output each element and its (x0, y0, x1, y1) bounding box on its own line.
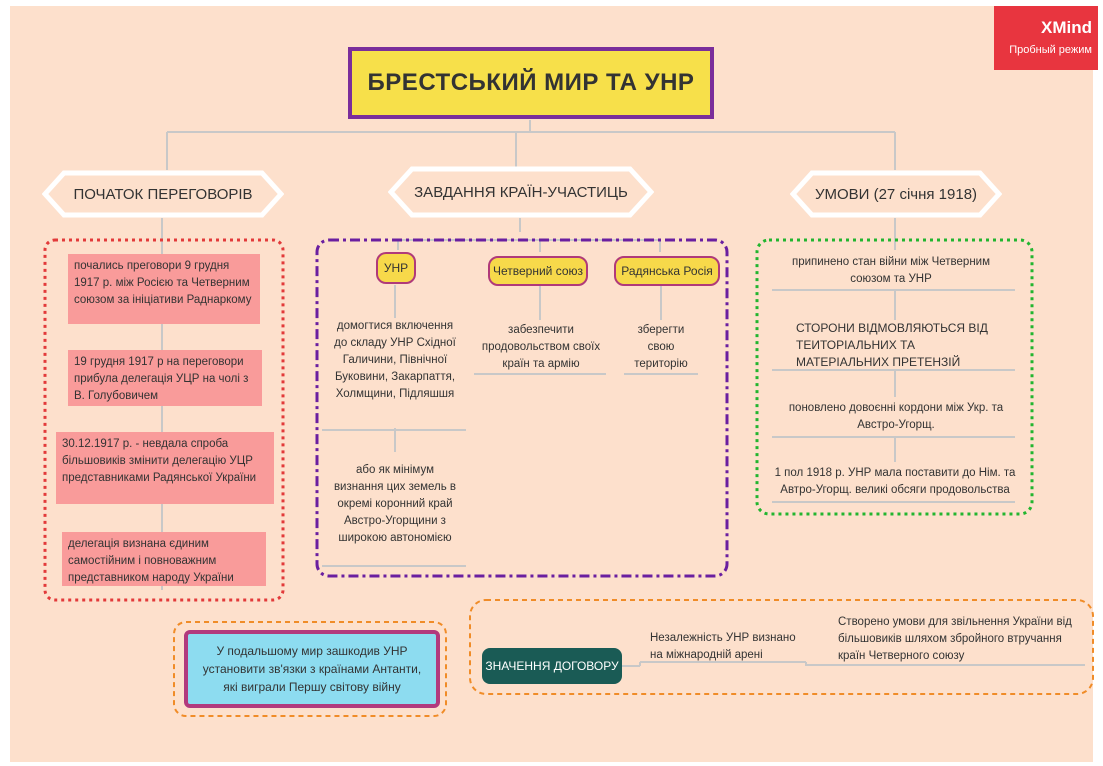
note-box[interactable]: У подальшому мир зашкодив УНР установити… (184, 630, 440, 708)
significance-text: Незалежність УНР визнано на міжнародній … (650, 632, 796, 661)
xmind-watermark: XMind Пробный режим (994, 6, 1098, 70)
branch-label: УМОВИ (27 січня 1918) (814, 185, 978, 203)
condition-text: 1 пол 1918 р. УНР мала поставити до Нім.… (774, 467, 1016, 496)
goal-text: домогтися включення до складу УНР Східно… (334, 320, 456, 400)
list-item: 30.12.1917 р. - невдала спроба більшовик… (56, 432, 274, 504)
xmind-mode: Пробный режим (1009, 44, 1092, 56)
significance-topic[interactable]: ЗНАЧЕННЯ ДОГОВОРУ (482, 648, 622, 684)
branch-conditions[interactable]: УМОВИ (27 січня 1918) (790, 170, 1002, 218)
branch-start-negotiations[interactable]: ПОЧАТОК ПЕРЕГОВОРІВ (42, 170, 284, 218)
condition-text: поновлено довоєнні кордони між Укр. та А… (788, 402, 1004, 431)
branch-label: ПОЧАТОК ПЕРЕГОВОРІВ (73, 185, 253, 203)
xmind-brand: XMind (1041, 18, 1092, 37)
branch-label: ЗАВДАННЯ КРАЇН-УЧАСТИЦЬ (414, 183, 628, 201)
country-badge-unr[interactable]: УНР (376, 252, 416, 284)
branch-participant-tasks[interactable]: ЗАВДАННЯ КРАЇН-УЧАСТИЦЬ (388, 166, 654, 218)
goal-text: забезпечити продовольством своїх країн т… (481, 324, 601, 370)
list-item: почались преговори 9 грудня 1917 р. між … (68, 254, 260, 324)
country-badge-central-powers[interactable]: Четверний союз (488, 256, 588, 286)
condition-text: припинено стан війни між Четверним союзо… (791, 256, 991, 285)
goal-text: або як мінімум визнання цих земель в окр… (333, 464, 457, 544)
condition-text: СТОРОНИ ВІДМОВЛЯЮТЬСЯ ВІД ТЕИТОРІАЛЬНИХ … (796, 321, 988, 369)
goal-text: зберегти свою територію (634, 324, 688, 370)
significance-text: Створено умови для звільнення України ві… (838, 616, 1072, 662)
central-topic[interactable]: БРЕСТСЬКИЙ МИР ТА УНР (348, 47, 714, 119)
list-item: 19 грудня 1917 р на переговори прибула д… (68, 350, 262, 406)
list-item: делегація визнана єдиним самостійним і п… (62, 532, 266, 586)
country-badge-soviet-russia[interactable]: Радянська Росія (614, 256, 720, 286)
